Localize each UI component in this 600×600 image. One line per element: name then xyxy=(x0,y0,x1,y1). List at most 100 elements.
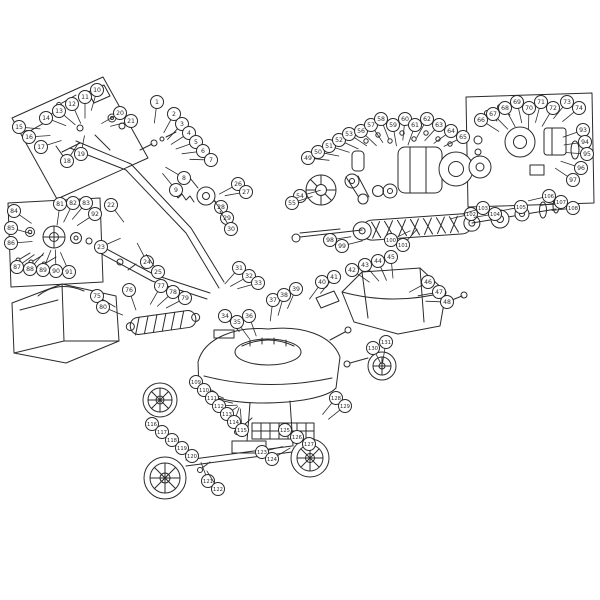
svg-text:39: 39 xyxy=(292,286,300,293)
callout-85: 85 xyxy=(4,221,18,235)
svg-text:1: 1 xyxy=(155,99,159,106)
callout-130: 130 xyxy=(366,341,380,355)
svg-text:76: 76 xyxy=(125,287,133,294)
callout-leader-6 xyxy=(181,151,197,155)
callout-51: 51 xyxy=(322,139,336,153)
svg-text:114: 114 xyxy=(229,420,240,426)
callout-leader-93 xyxy=(562,131,578,138)
callout-81: 81 xyxy=(53,197,67,211)
callout-leader-71 xyxy=(535,108,540,123)
callout-leader-50 xyxy=(324,152,340,157)
callout-115: 115 xyxy=(235,423,249,437)
callout-leader-32 xyxy=(230,278,244,287)
svg-text:130: 130 xyxy=(368,346,378,352)
svg-text:93: 93 xyxy=(579,127,587,134)
callout-11: 11 xyxy=(78,90,92,104)
callout-leader-95 xyxy=(565,152,581,154)
callout-118: 118 xyxy=(165,433,179,447)
svg-text:86: 86 xyxy=(7,240,15,247)
inset-mid-left-parts xyxy=(15,225,93,267)
callout-33: 33 xyxy=(251,276,265,290)
callout-84: 84 xyxy=(7,204,21,218)
svg-text:21: 21 xyxy=(127,118,135,125)
callout-leader-35 xyxy=(240,326,251,340)
svg-text:113: 113 xyxy=(222,412,232,418)
svg-text:128: 128 xyxy=(331,396,341,402)
callout-leader-25 xyxy=(145,253,155,267)
callout-leader-59 xyxy=(393,131,397,147)
callout-28: 28 xyxy=(214,200,228,214)
callout-leader-1 xyxy=(153,108,157,124)
svg-text:126: 126 xyxy=(292,435,302,441)
svg-text:17: 17 xyxy=(37,144,45,151)
callout-leader-9 xyxy=(162,173,173,186)
callout-leader-45 xyxy=(391,263,394,279)
callout-leader-82 xyxy=(63,208,71,223)
svg-text:45: 45 xyxy=(387,254,395,261)
callout-45: 45 xyxy=(384,250,398,264)
callout-128: 128 xyxy=(329,391,343,405)
callout-65: 65 xyxy=(456,130,470,144)
callout-93: 93 xyxy=(576,123,590,137)
rear-left-wheel xyxy=(143,456,187,500)
svg-text:84: 84 xyxy=(10,208,18,215)
callout-7: 7 xyxy=(204,153,218,167)
svg-text:8: 8 xyxy=(182,175,186,182)
svg-text:30: 30 xyxy=(227,226,235,233)
callout-leader-58 xyxy=(382,124,390,140)
callout-94: 94 xyxy=(578,135,592,149)
callout-87: 87 xyxy=(10,260,24,274)
callout-79: 79 xyxy=(178,291,192,305)
callout-leader-15 xyxy=(25,127,41,130)
callout-97: 97 xyxy=(566,173,580,187)
svg-text:9: 9 xyxy=(174,187,178,194)
callout-leader-31 xyxy=(224,272,235,285)
svg-text:35: 35 xyxy=(233,319,241,326)
callout-21: 21 xyxy=(124,114,138,128)
svg-text:62: 62 xyxy=(423,116,431,123)
callout-leader-103 xyxy=(462,209,477,215)
callout-80: 80 xyxy=(96,300,110,314)
callout-leader-124 xyxy=(277,447,291,456)
callout-99: 99 xyxy=(335,239,349,253)
callout-leader-47 xyxy=(417,292,433,297)
callout-8: 8 xyxy=(177,171,191,185)
callout-leader-115 xyxy=(239,408,242,424)
svg-text:101: 101 xyxy=(398,243,408,249)
callout-leader-123 xyxy=(268,446,283,451)
svg-text:29: 29 xyxy=(223,215,231,222)
svg-text:22: 22 xyxy=(107,202,115,209)
svg-text:33: 33 xyxy=(254,280,262,287)
svg-text:7: 7 xyxy=(209,157,213,164)
svg-text:102: 102 xyxy=(466,212,476,218)
svg-text:67: 67 xyxy=(489,111,497,118)
svg-text:48: 48 xyxy=(443,299,451,306)
svg-text:122: 122 xyxy=(213,487,223,493)
callout-leader-12 xyxy=(74,109,82,124)
callout-leader-7 xyxy=(189,158,205,161)
front-left-wheel xyxy=(142,382,178,418)
callout-leader-28 xyxy=(213,199,217,203)
callout-leader-36 xyxy=(250,321,257,337)
callout-leader-77 xyxy=(149,291,159,305)
callout-83: 83 xyxy=(79,196,93,210)
callout-leader-19 xyxy=(81,135,85,148)
rear-right-wheel xyxy=(290,438,330,478)
svg-text:18: 18 xyxy=(63,158,71,165)
svg-text:44: 44 xyxy=(374,258,382,265)
callout-71: 71 xyxy=(534,95,548,109)
callout-leader-65 xyxy=(443,139,458,147)
svg-text:63: 63 xyxy=(435,122,443,129)
callout-101: 101 xyxy=(396,238,410,252)
callout-leader-63 xyxy=(424,129,435,142)
svg-text:73: 73 xyxy=(563,99,571,106)
svg-text:42: 42 xyxy=(348,267,356,274)
callout-12: 12 xyxy=(65,97,79,111)
callout-leader-105 xyxy=(499,207,515,212)
callout-leader-69 xyxy=(518,108,523,124)
svg-text:72: 72 xyxy=(549,105,557,112)
callout-104: 104 xyxy=(488,207,502,221)
callout-31: 31 xyxy=(232,261,246,275)
callout-66: 66 xyxy=(474,113,488,127)
callout-leader-101 xyxy=(407,228,418,241)
